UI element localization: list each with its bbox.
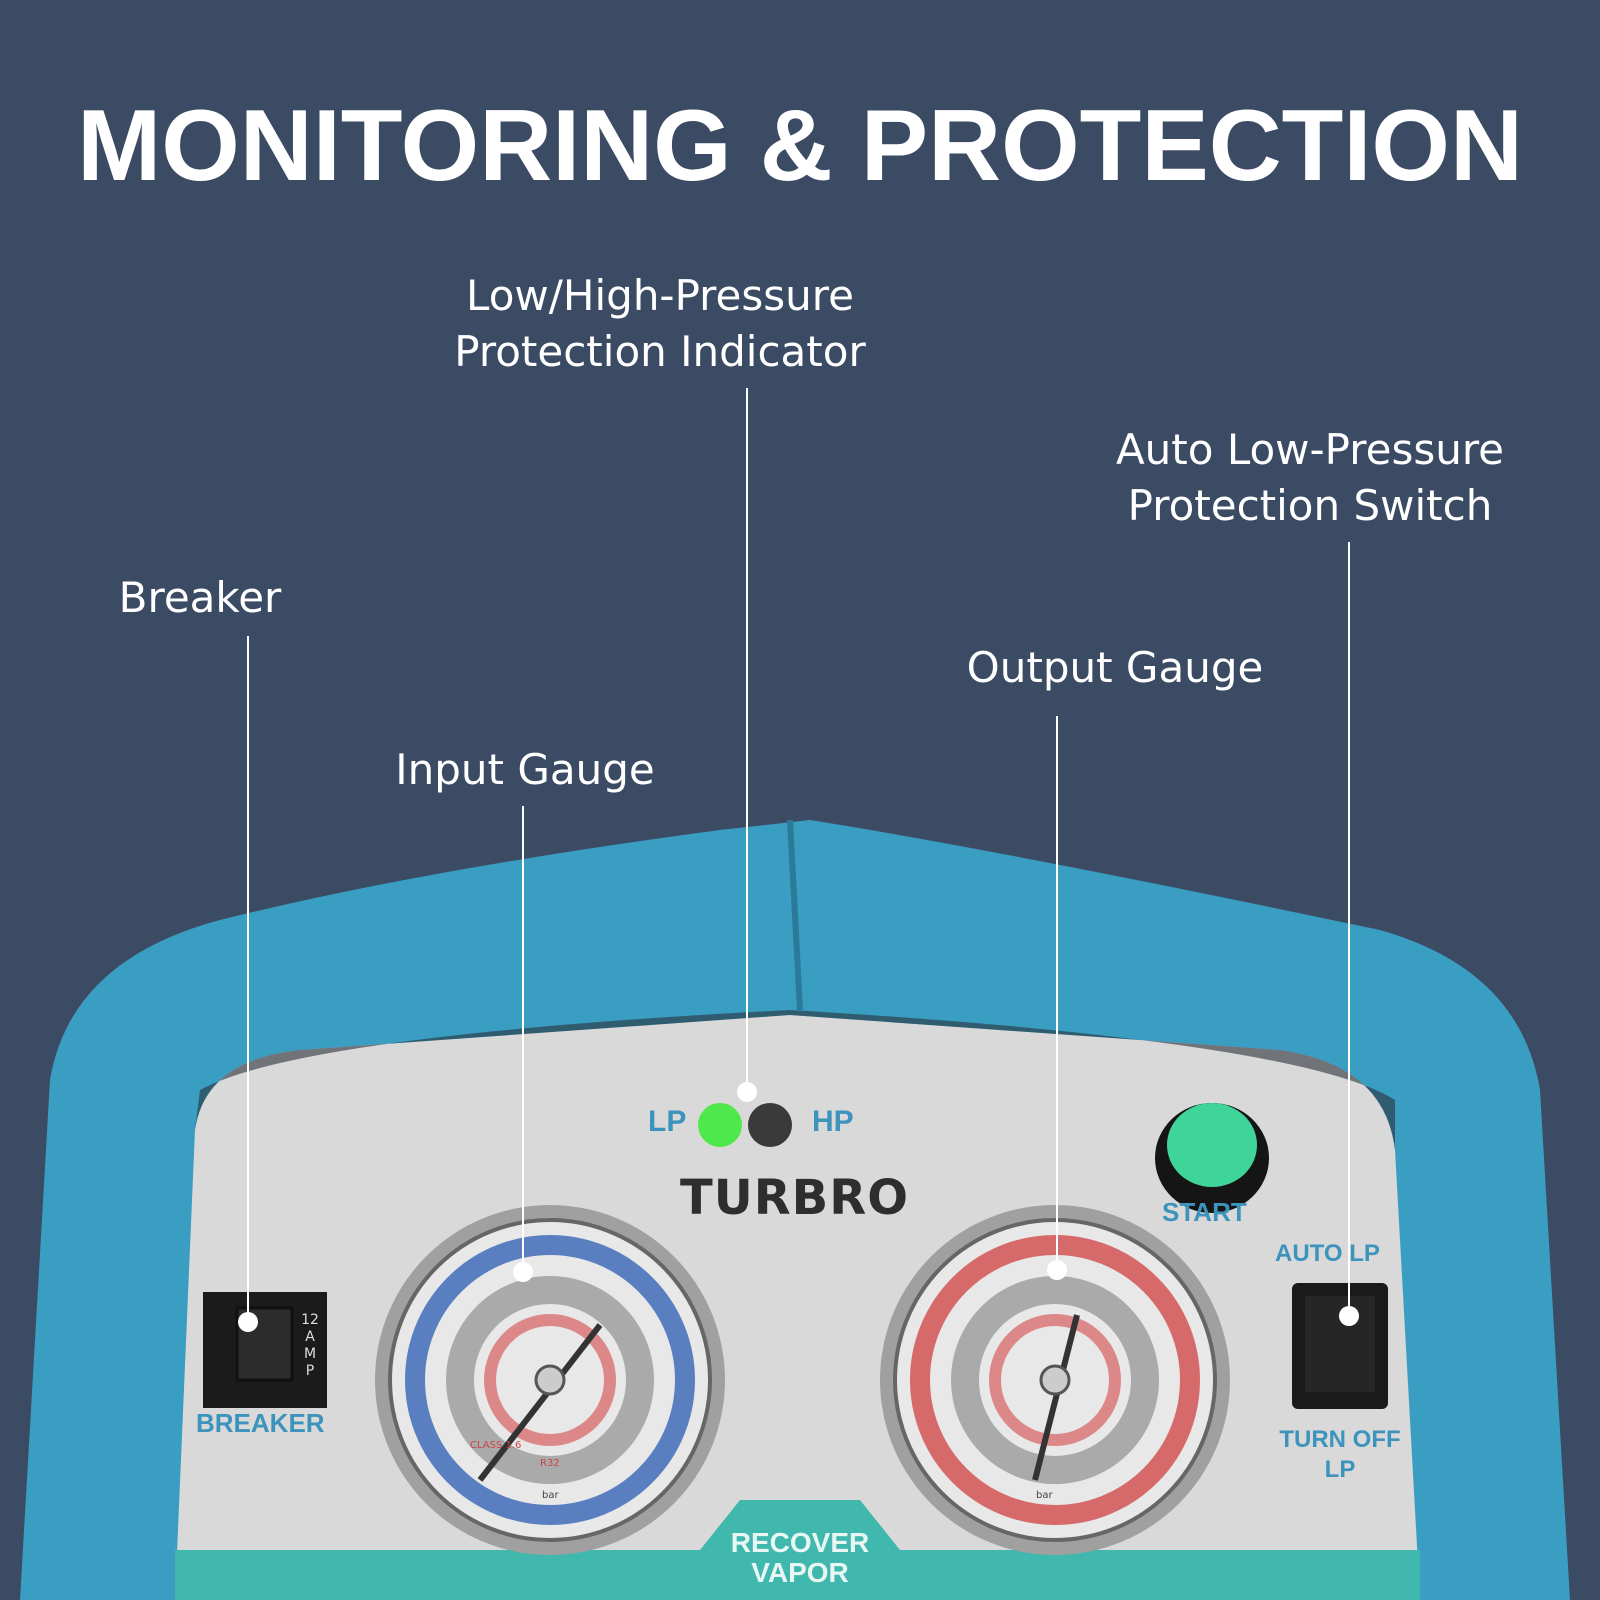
auto-lp-switch[interactable] — [1292, 1283, 1388, 1409]
output-gauge-unit: bar — [1036, 1490, 1053, 1501]
breaker-rating: 12 A M P — [300, 1312, 320, 1380]
recover-line1: RECOVER — [730, 1527, 870, 1558]
leader-dot-output-gauge — [1047, 1260, 1067, 1280]
hp-label: HP — [812, 1105, 854, 1138]
rating-a: A — [305, 1329, 315, 1345]
leader-dot-breaker — [238, 1312, 258, 1332]
callout-breaker: Breaker — [118, 573, 282, 622]
start-button[interactable] — [1155, 1101, 1269, 1211]
callout-auto-lp-line1: Auto Low-Pressure — [1115, 425, 1505, 474]
rating-12: 12 — [301, 1312, 319, 1328]
turn-off-line2: LP — [1324, 1456, 1356, 1483]
auto-lp-label: AUTO LP — [1275, 1240, 1380, 1267]
callout-indicator: Low/High-Pressure Protection Indicator — [430, 268, 890, 380]
callout-indicator-line1: Low/High-Pressure — [466, 271, 854, 320]
callout-output-gauge: Output Gauge — [966, 643, 1264, 692]
brand-logo: TURBRO — [680, 1170, 910, 1226]
leader-dot-indicator — [737, 1082, 757, 1102]
input-gauge-class: CLASS 1.6 — [470, 1440, 522, 1451]
output-gauge — [880, 1205, 1230, 1555]
recover-vapor-label: RECOVER VAPOR — [700, 1528, 900, 1588]
leader-line-indicator — [746, 388, 748, 1088]
recover-line2: VAPOR — [751, 1557, 849, 1588]
rating-m: M — [303, 1346, 317, 1362]
leader-line-output-gauge — [1056, 716, 1058, 1268]
leader-line-auto-lp — [1348, 542, 1350, 1312]
page-title: MONITORING & PROTECTION — [77, 90, 1523, 202]
leader-line-input-gauge — [522, 806, 524, 1270]
breaker-label: BREAKER — [196, 1408, 325, 1438]
callout-auto-lp-line2: Protection Switch — [1127, 481, 1493, 530]
leader-dot-auto-lp — [1339, 1306, 1359, 1326]
start-label: START — [1162, 1197, 1247, 1227]
lp-led — [698, 1103, 742, 1147]
leader-line-breaker — [247, 636, 249, 1320]
leader-dot-input-gauge — [513, 1262, 533, 1282]
lp-label: LP — [648, 1105, 687, 1138]
input-gauge-unit: bar — [542, 1490, 559, 1501]
turn-off-line1: TURN OFF — [1279, 1426, 1401, 1453]
callout-input-gauge: Input Gauge — [395, 745, 655, 794]
callout-auto-lp: Auto Low-Pressure Protection Switch — [1090, 422, 1530, 534]
rating-p: P — [305, 1363, 315, 1379]
hp-led — [748, 1103, 792, 1147]
callout-indicator-line2: Protection Indicator — [454, 327, 866, 376]
input-gauge — [375, 1205, 725, 1555]
turn-off-lp-label: TURN OFF LP — [1270, 1425, 1410, 1485]
input-gauge-refrigerant: R32 — [540, 1458, 560, 1469]
